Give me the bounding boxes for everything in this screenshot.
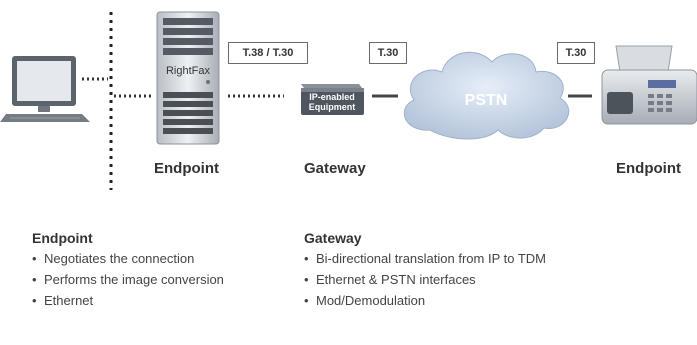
computer-icon (0, 56, 90, 122)
gateway-description-title: Gateway (304, 230, 362, 246)
list-item: •Negotiates the connection (32, 251, 195, 266)
gateway-item-text: Ethernet & PSTN interfaces (316, 272, 476, 287)
gateway-item-text: Mod/Demodulation (316, 293, 426, 308)
protocol-label-t38-t30: T.38 / T.30 (228, 42, 308, 64)
gateway-device-label-line2: Equipment (309, 102, 356, 112)
gateway-device-label-line1: IP-enabled (309, 92, 355, 102)
caption-left-endpoint: Endpoint (154, 160, 219, 177)
list-item: •Mod/Demodulation (304, 293, 426, 308)
caption-right-endpoint: Endpoint (616, 160, 681, 177)
pstn-label: PSTN (465, 92, 508, 109)
endpoint-description-title: Endpoint (32, 230, 93, 246)
endpoint-item-text: Performs the image conversion (44, 272, 224, 287)
protocol-label-t30-gateway: T.30 (369, 42, 407, 64)
network-diagram: RightFax IP-enabled Equipment PSTN (0, 11, 697, 190)
gateway-device-icon: IP-enabled Equipment (301, 84, 364, 115)
pstn-cloud-icon: PSTN (403, 51, 570, 140)
server-label: RightFax (166, 65, 211, 77)
endpoint-description-list: •Negotiates the connection •Performs the… (32, 248, 224, 311)
rightfax-server-icon: RightFax (156, 11, 220, 145)
endpoint-item-text: Ethernet (44, 293, 94, 308)
list-item: •Ethernet & PSTN interfaces (304, 272, 476, 287)
protocol-label-t30-fax: T.30 (557, 42, 595, 64)
list-item: •Ethernet (32, 293, 94, 308)
gateway-description-list: •Bi-directional translation from IP to T… (304, 248, 546, 311)
caption-gateway: Gateway (304, 160, 366, 177)
endpoint-item-text: Negotiates the connection (44, 251, 195, 266)
gateway-item-text: Bi-directional translation from IP to TD… (316, 251, 546, 266)
list-item: •Bi-directional translation from IP to T… (304, 251, 546, 266)
fax-machine-icon (601, 45, 697, 125)
list-item: •Performs the image conversion (32, 272, 224, 287)
